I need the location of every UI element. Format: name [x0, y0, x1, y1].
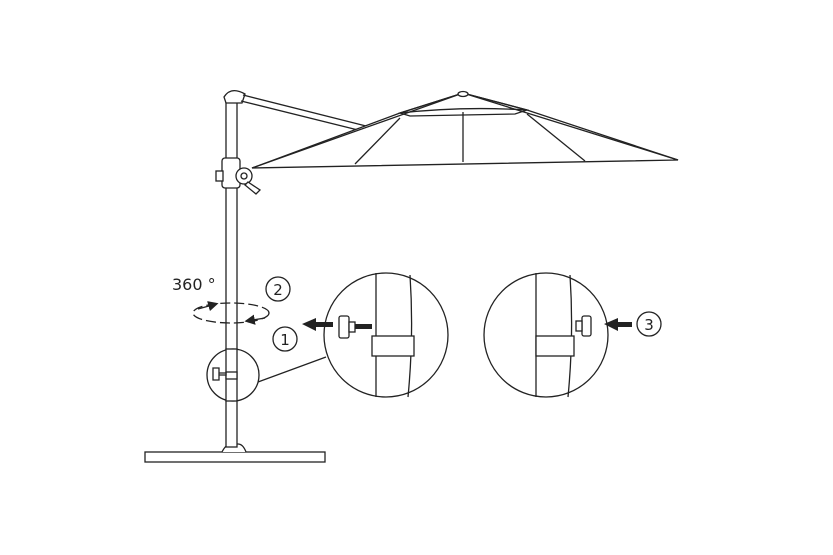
step-2-marker: 2 — [265, 276, 291, 302]
svg-text:1: 1 — [280, 331, 290, 349]
umbrella-canopy — [251, 90, 679, 169]
rotation-indicator: 360 ° — [172, 275, 270, 325]
svg-text:3: 3 — [644, 316, 654, 334]
detail-callout-loosen — [302, 272, 449, 398]
arrow-left-icon — [302, 318, 333, 331]
step-1-marker: 1 — [272, 326, 298, 352]
arrow-left-icon — [604, 318, 632, 331]
svg-text:2: 2 — [273, 281, 283, 299]
step-3-marker: 3 — [636, 311, 662, 337]
rotation-label: 360 ° — [172, 275, 216, 294]
detail-callout-small — [206, 348, 327, 402]
detail-callout-tighten — [483, 272, 632, 398]
tilt-mechanism — [215, 157, 262, 195]
umbrella-arm — [240, 94, 367, 132]
